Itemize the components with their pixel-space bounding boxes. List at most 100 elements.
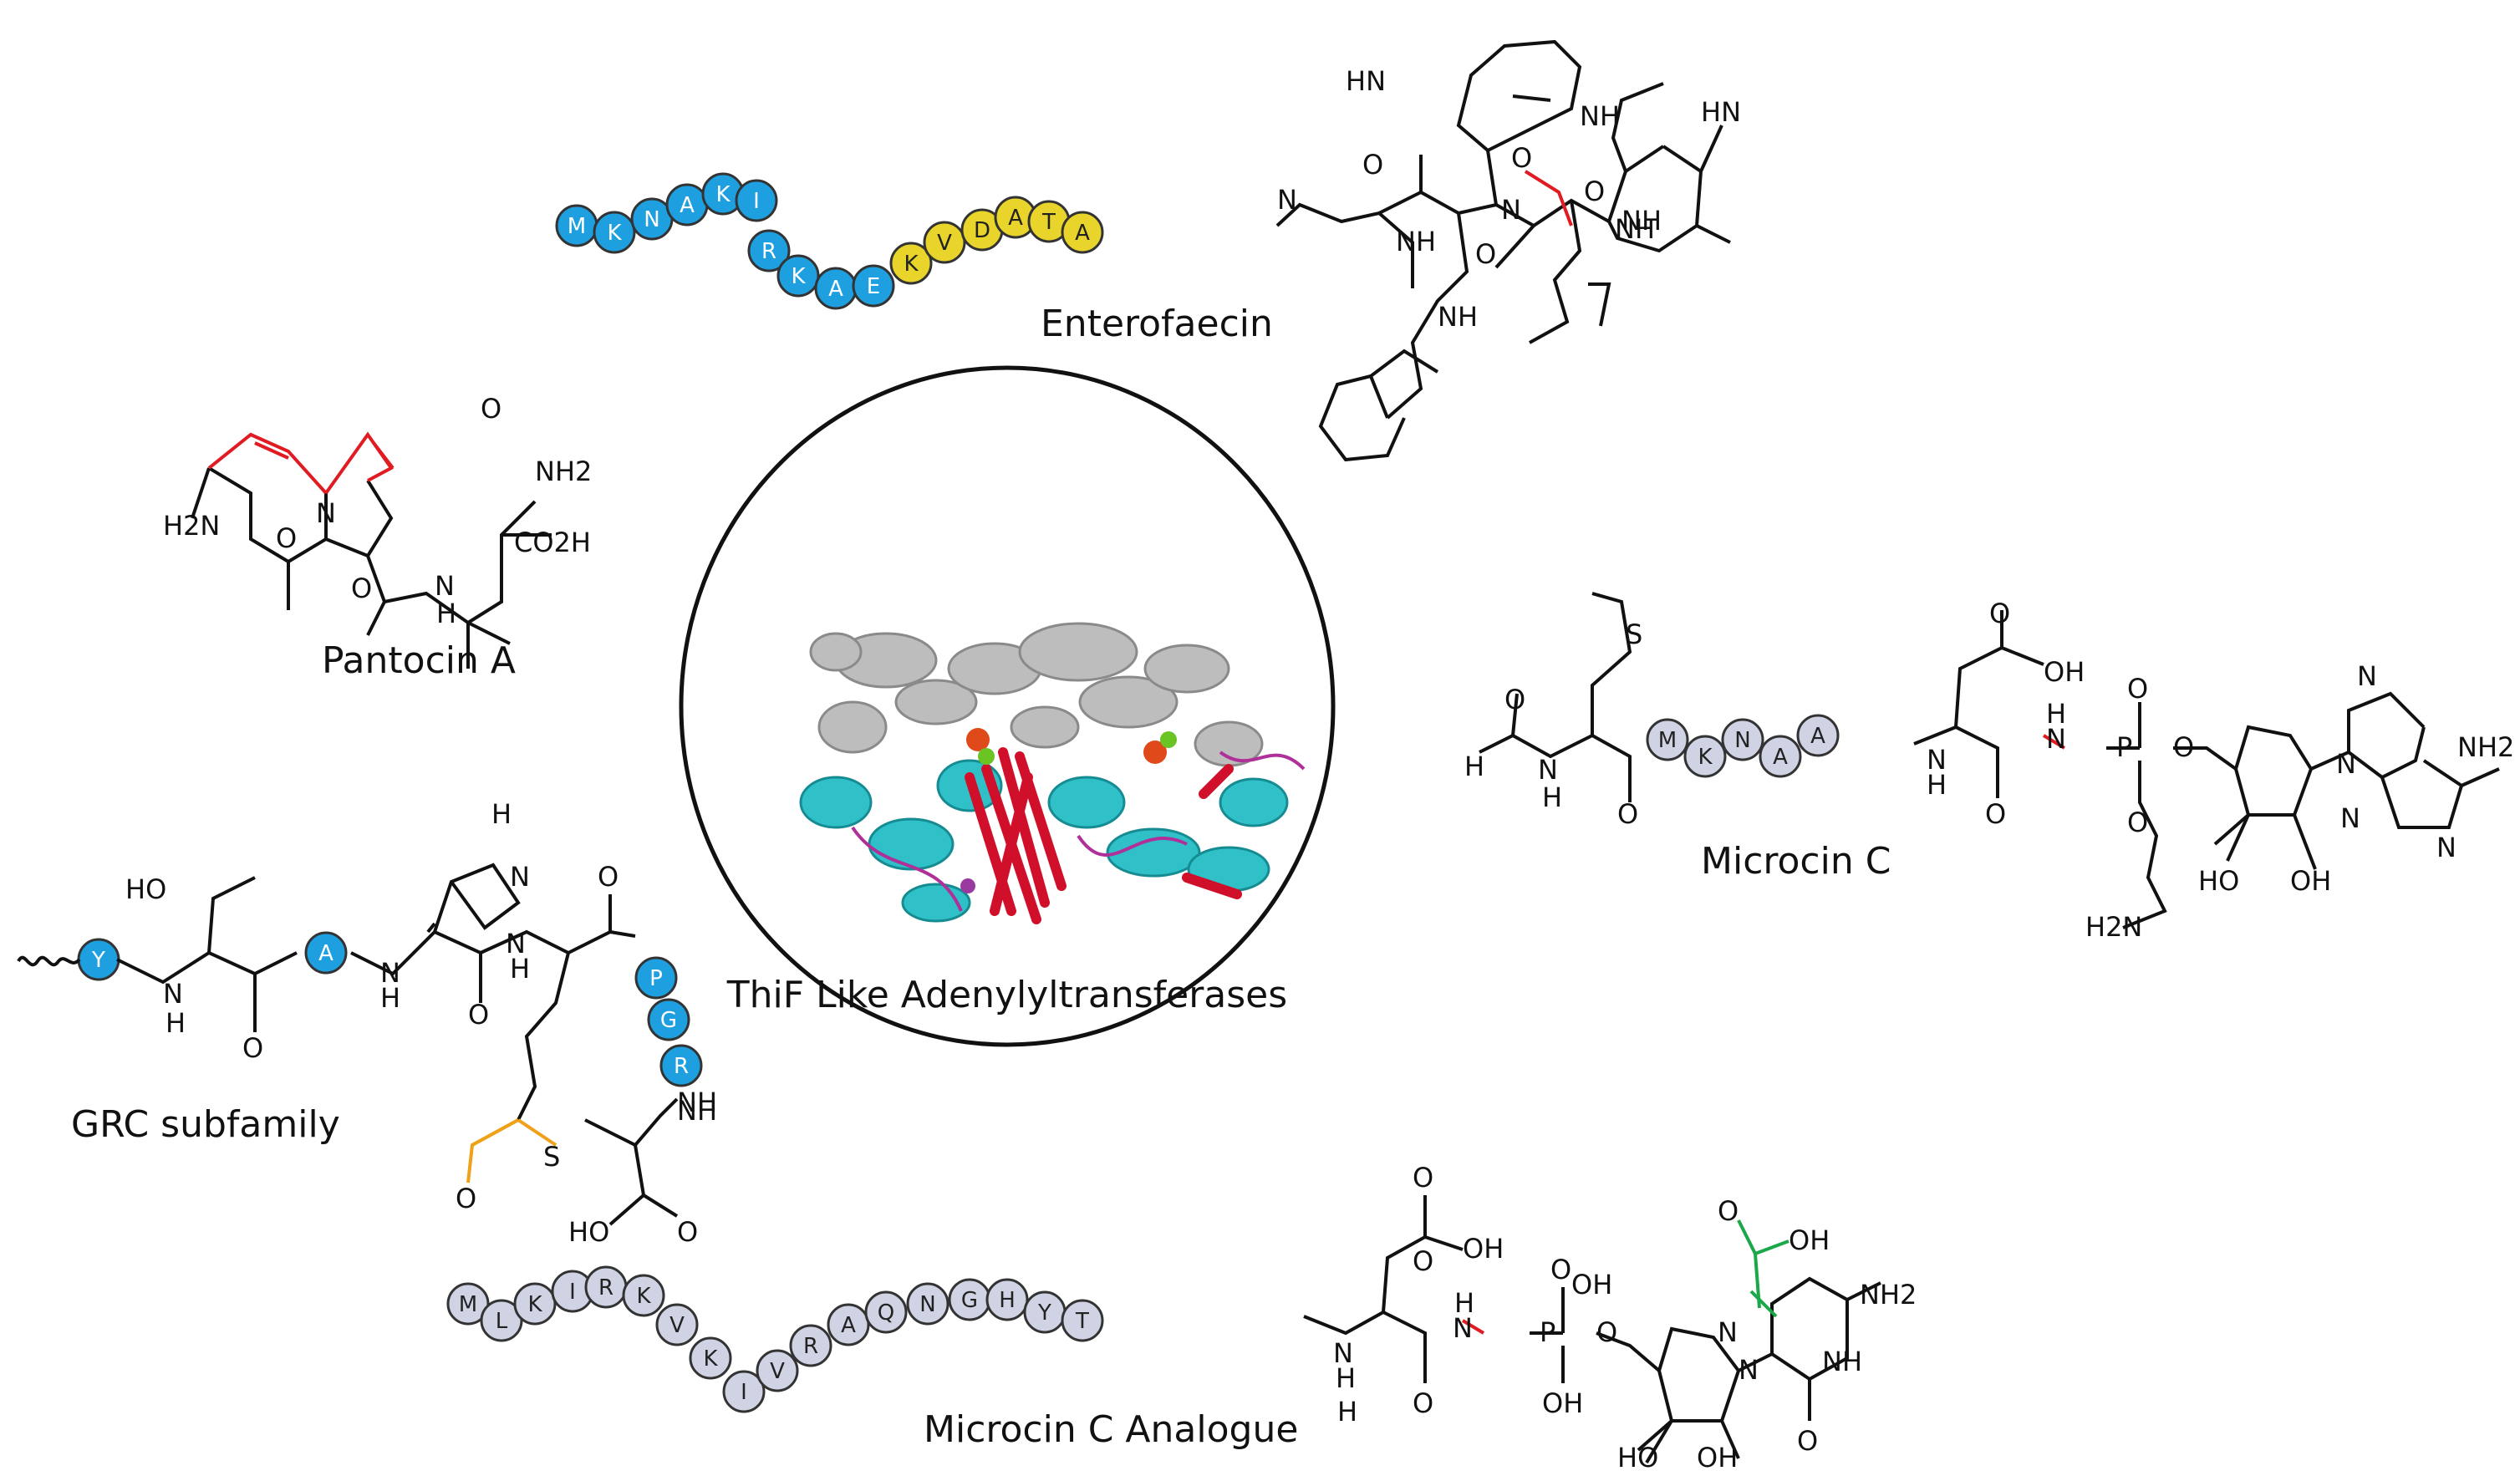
residue-letter: K xyxy=(607,221,622,246)
residue-letter: K xyxy=(715,182,731,207)
atom-label: N xyxy=(2340,802,2360,834)
residue-letter: K xyxy=(703,1346,718,1372)
residue-letter: N xyxy=(1734,728,1750,753)
grc-atoms: HO N H O H N O N H O NH O S HO O N H NH xyxy=(125,798,717,1248)
residue-letter: R xyxy=(674,1054,689,1079)
atom-label: N xyxy=(2336,748,2356,780)
atom-label: O xyxy=(1797,1425,1818,1457)
grc-caption: GRC subfamily xyxy=(71,1103,340,1146)
atom-label: CO2H xyxy=(514,527,591,558)
residue-bead: D xyxy=(960,208,1004,252)
atom-label: OH xyxy=(1542,1387,1583,1419)
atom-label: H xyxy=(1337,1396,1357,1428)
atom-label: N xyxy=(2436,832,2456,863)
atom-label: NH xyxy=(1822,1346,1862,1377)
atom-label: HO xyxy=(2198,865,2239,897)
residue-bead: A xyxy=(1061,211,1104,254)
center-panel: ThiF Like Adenylyltransferases xyxy=(679,365,1336,1047)
atom-label: OH xyxy=(2044,656,2085,688)
residue-bead: M xyxy=(555,204,598,247)
atom-label: H xyxy=(165,1007,186,1039)
residue-bead: K xyxy=(701,172,745,216)
atom-label: NH xyxy=(1580,100,1620,132)
residue-letter: M xyxy=(459,1292,477,1317)
atom-label: O xyxy=(1511,142,1532,174)
residue-bead: A xyxy=(994,196,1037,239)
atom-label: O xyxy=(481,393,501,425)
microcin-analogue-atoms: O OH O O OH OH NH2 N H H N P O O OH N NH… xyxy=(1333,1162,1917,1473)
atom-label: NH2 xyxy=(1860,1279,1917,1311)
residue-bead: Y xyxy=(1023,1290,1067,1334)
atom-label: O xyxy=(1584,176,1605,207)
microcin-analogue-caption: Microcin C Analogue xyxy=(924,1408,1298,1451)
atom-label: NH xyxy=(677,1095,717,1127)
center-circle xyxy=(679,365,1336,1047)
atom-label: N xyxy=(316,497,336,529)
atom-label: N xyxy=(1453,1312,1473,1344)
residue-letter: A xyxy=(1773,745,1788,770)
atom-label: OH xyxy=(1463,1233,1504,1265)
atom-label: O xyxy=(1362,149,1383,181)
atom-label: O xyxy=(1413,1245,1433,1277)
atom-label: H2N xyxy=(163,510,220,542)
atom-label: O xyxy=(677,1216,698,1248)
atom-label: NH xyxy=(1621,205,1662,237)
atom-label: O xyxy=(1413,1162,1433,1194)
atom-label: O xyxy=(1475,238,1496,270)
atom-label: H xyxy=(491,798,512,830)
microcin-analogue-structure xyxy=(1303,1195,1881,1464)
residue-letter: V xyxy=(937,231,952,256)
atom-label: N xyxy=(1277,184,1297,216)
residue-letter: A xyxy=(841,1313,856,1338)
atom-label: OH xyxy=(1789,1224,1830,1256)
pantocin-group: O NH2 H2N N O O N H CO2H Pantocin A xyxy=(163,393,592,682)
residue-bead: R xyxy=(789,1324,832,1367)
atom-label: N xyxy=(1501,194,1521,226)
grc-structure xyxy=(17,863,679,1226)
residue-letter: V xyxy=(770,1359,785,1384)
atom-label: P xyxy=(1540,1316,1555,1348)
atom-label: O xyxy=(468,999,489,1031)
atom-label: O xyxy=(351,573,372,604)
atom-label: P xyxy=(2116,731,2132,763)
atom-label: O xyxy=(2173,731,2194,763)
residue-bead: N xyxy=(1721,718,1764,761)
pantocin-red-bonds xyxy=(207,431,395,495)
residue-bead: A xyxy=(827,1303,870,1346)
residue-letter: A xyxy=(318,941,333,966)
residue-letter: E xyxy=(867,274,880,299)
residue-letter: K xyxy=(527,1292,542,1317)
microcin-analogue-red-bond xyxy=(1461,1319,1485,1335)
residue-bead: V xyxy=(655,1303,699,1346)
residue-letter: G xyxy=(961,1288,978,1313)
atom-label: O xyxy=(2127,807,2148,838)
residue-letter: L xyxy=(496,1309,508,1334)
residue-bead: N xyxy=(630,197,674,241)
atom-label: N xyxy=(1333,1337,1353,1369)
atom-label: NH xyxy=(1438,301,1478,333)
residue-bead: K xyxy=(689,1336,732,1380)
residue-letter: I xyxy=(753,189,760,214)
residue-bead: K xyxy=(889,242,933,285)
atom-label: O xyxy=(598,861,619,893)
residue-letter: R xyxy=(761,239,776,264)
microcin-c-caption: Microcin C xyxy=(1701,840,1891,883)
residue-letter: T xyxy=(1041,210,1056,235)
atom-label: O xyxy=(1718,1195,1739,1227)
residue-letter: G xyxy=(660,1008,677,1033)
residue-bead: K xyxy=(776,254,820,298)
atom-label: S xyxy=(543,1141,560,1173)
residue-letter: P xyxy=(649,966,663,991)
residue-bead: R xyxy=(747,229,791,272)
residue-letter: I xyxy=(741,1380,747,1405)
residue-bead: A xyxy=(665,183,709,226)
residue-letter: A xyxy=(1075,221,1090,246)
atom-label: O xyxy=(1504,684,1525,715)
residue-letter: A xyxy=(828,277,843,302)
atom-label: N xyxy=(1739,1354,1759,1386)
residue-bead: L xyxy=(480,1299,523,1342)
